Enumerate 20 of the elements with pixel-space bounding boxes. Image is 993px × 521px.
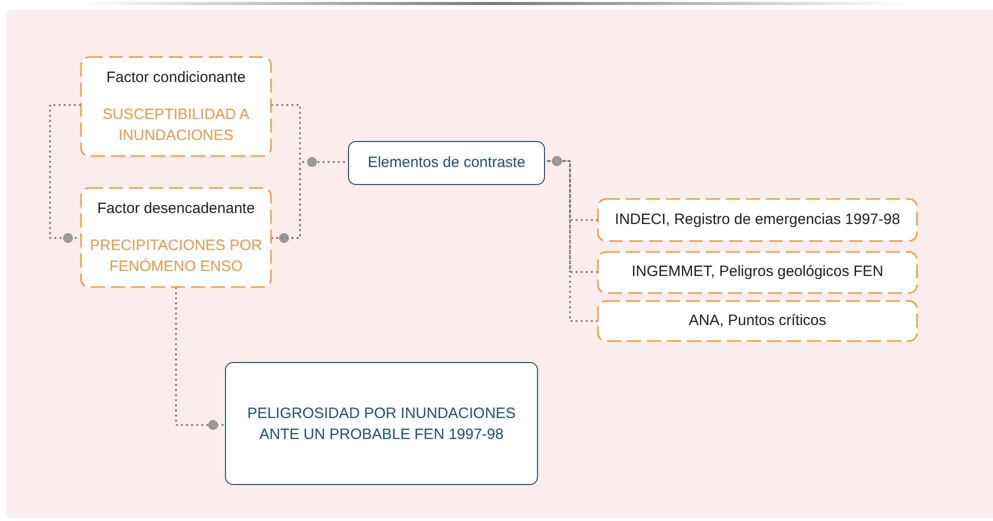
box-text: SUSCEPTIBILIDAD A INUNDACIONES — [102, 104, 250, 146]
rounded-box — [225, 362, 538, 485]
connector — [49, 104, 81, 243]
box-heading: Factor desencadenante — [97, 199, 255, 220]
dashed-box — [597, 251, 918, 294]
box-text: PRECIPITACIONES POR FENÓMENO ENSO — [88, 236, 264, 277]
box-text: Elementos de contraste — [368, 152, 526, 173]
box-text: ANA, Puntos críticos — [688, 310, 826, 331]
dashed-box — [80, 187, 272, 288]
connector — [544, 156, 598, 322]
dashed-box — [80, 56, 272, 157]
dashed-box — [597, 198, 918, 242]
box-text: PELIGROSIDAD POR INUNDACIONES ANTE UN PROBABLE FEN 1997-98 — [246, 404, 516, 444]
dashed-box — [597, 300, 918, 342]
rounded-box — [348, 141, 545, 185]
box-text: INGEMMET, Peligros geológicos FEN — [632, 262, 884, 282]
box-text: INDECI, Registro de emergencias 1997-98 — [614, 210, 900, 230]
box-heading: Factor condicionante — [106, 68, 246, 88]
connector — [175, 287, 226, 430]
connector — [271, 104, 301, 243]
